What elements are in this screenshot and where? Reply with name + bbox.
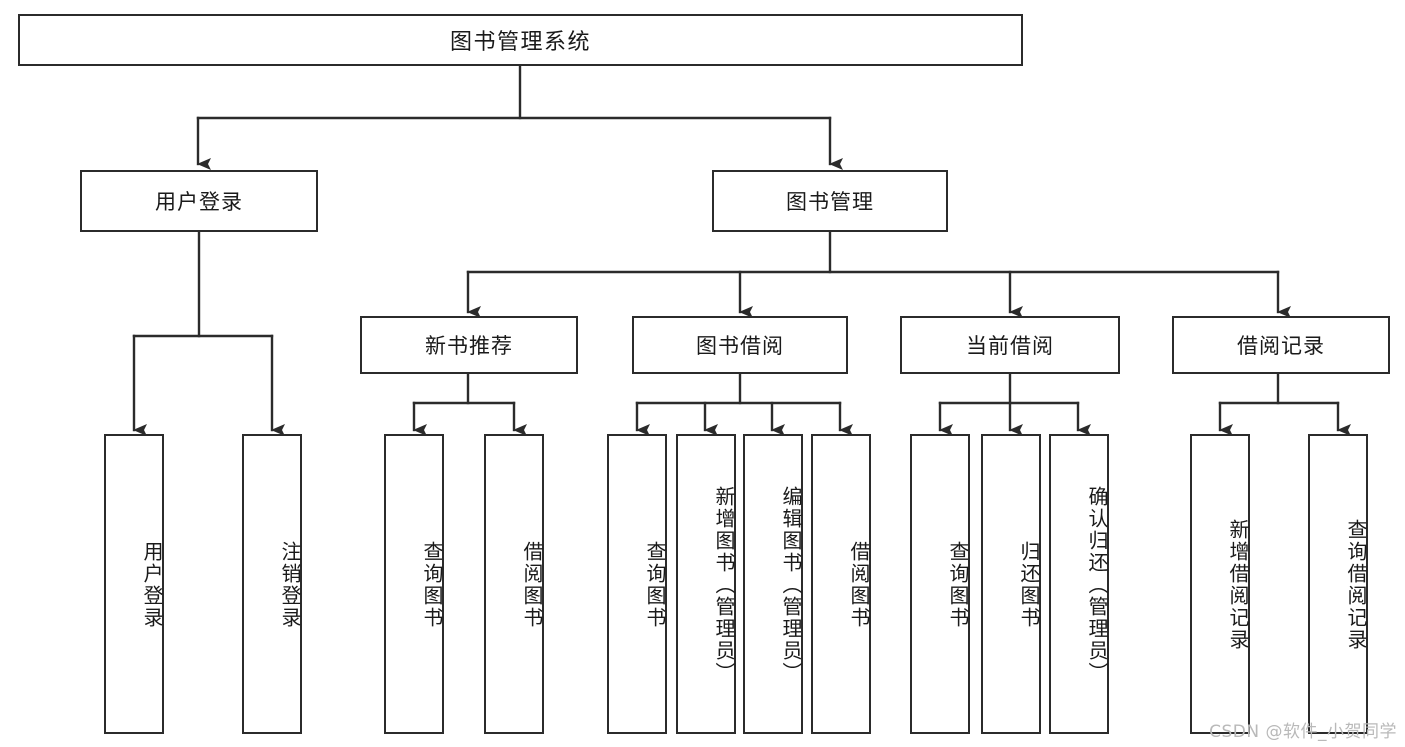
node-label: 查询借阅记录 <box>1344 519 1368 651</box>
node-label: 借阅图书 <box>520 541 544 629</box>
node-label: 图书管理系统 <box>449 30 591 55</box>
node-label: 图书借阅 <box>696 334 784 358</box>
node-label: 编辑图书（管理员） <box>779 486 803 684</box>
leaf-logout[interactable]: 注销登录 <box>242 434 302 734</box>
leaf-add-book-admin[interactable]: 新增图书（管理员） <box>676 434 736 734</box>
node-label: 用户登录 <box>140 541 164 629</box>
node-label: 查询图书 <box>946 541 970 629</box>
leaf-add-borrow-record[interactable]: 新增借阅记录 <box>1190 434 1250 734</box>
node-borrow-record[interactable]: 借阅记录 <box>1172 316 1390 374</box>
node-label: 查询图书 <box>420 541 444 629</box>
node-book-borrow[interactable]: 图书借阅 <box>632 316 848 374</box>
leaf-query-book-borrow[interactable]: 查询图书 <box>607 434 667 734</box>
node-root-system[interactable]: 图书管理系统 <box>18 14 1023 66</box>
node-new-book-recommend[interactable]: 新书推荐 <box>360 316 578 374</box>
node-label: 借阅图书 <box>847 541 871 629</box>
leaf-borrow-book-newbook[interactable]: 借阅图书 <box>484 434 544 734</box>
leaf-query-borrow-record[interactable]: 查询借阅记录 <box>1308 434 1368 734</box>
node-label: 注销登录 <box>278 541 302 629</box>
node-label: 用户登录 <box>155 190 243 214</box>
node-current-borrow[interactable]: 当前借阅 <box>900 316 1120 374</box>
node-label: 借阅记录 <box>1237 334 1325 358</box>
leaf-confirm-return-admin[interactable]: 确认归还（管理员） <box>1049 434 1109 734</box>
leaf-query-book-current[interactable]: 查询图书 <box>910 434 970 734</box>
node-label: 确认归还（管理员） <box>1085 486 1109 684</box>
leaf-query-book-newbook[interactable]: 查询图书 <box>384 434 444 734</box>
leaf-borrow-book-borrow[interactable]: 借阅图书 <box>811 434 871 734</box>
node-label: 当前借阅 <box>966 334 1054 358</box>
node-label: 新增借阅记录 <box>1226 519 1250 651</box>
leaf-return-book[interactable]: 归还图书 <box>981 434 1041 734</box>
leaf-user-login[interactable]: 用户登录 <box>104 434 164 734</box>
node-label: 查询图书 <box>643 541 667 629</box>
node-user-login[interactable]: 用户登录 <box>80 170 318 232</box>
node-label: 新增图书（管理员） <box>712 486 736 684</box>
leaf-edit-book-admin[interactable]: 编辑图书（管理员） <box>743 434 803 734</box>
node-label: 图书管理 <box>786 190 874 214</box>
node-book-management[interactable]: 图书管理 <box>712 170 948 232</box>
node-label: 新书推荐 <box>425 334 513 358</box>
node-label: 归还图书 <box>1017 541 1041 629</box>
watermark-text: CSDN @软件_小贺同学 <box>1209 722 1397 742</box>
